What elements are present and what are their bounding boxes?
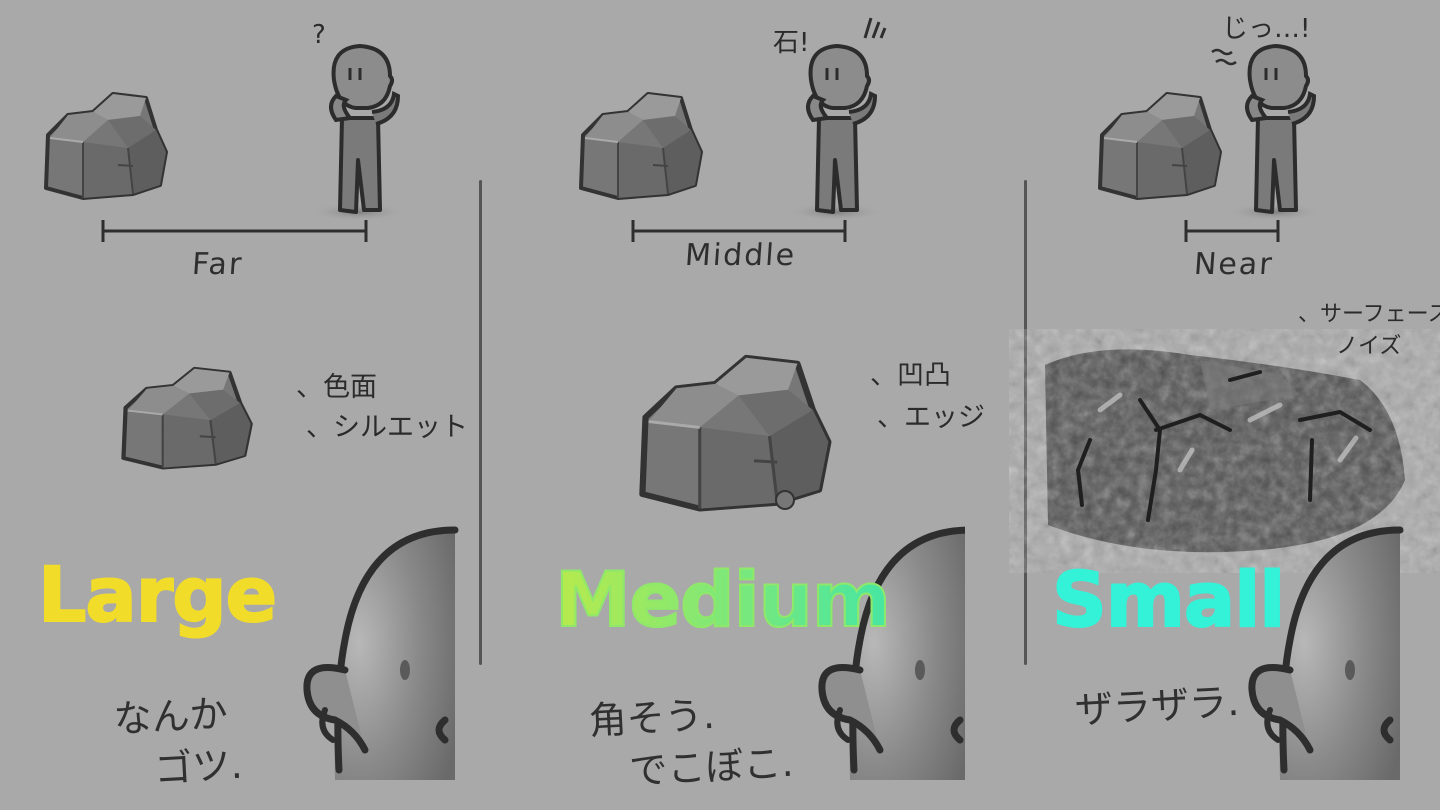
wavy-lines-icon: [1211, 48, 1237, 66]
character-head-icon: [307, 530, 455, 780]
panel-near-scene: [1045, 44, 1405, 810]
note-medium-1: 、凹凸: [870, 360, 951, 391]
character-icon: [785, 44, 885, 223]
note-small-2: ノイズ: [1314, 334, 1402, 359]
panel-middle: 石! Middle 、凹凸 、エッジ Medium 角そう. でこぼこ.: [485, 0, 985, 810]
rock-icon: [44, 92, 168, 200]
distance-bar-icon: [1184, 220, 1280, 242]
scale-label-medium: Medium: [554, 554, 892, 645]
distance-label-middle: Middle: [683, 238, 798, 273]
rock-texture-closeup: [1045, 349, 1405, 553]
distance-label-near: Near: [1192, 247, 1275, 282]
comment-small: ザラザラ.: [1073, 679, 1241, 733]
rock-icon-large: [123, 369, 250, 468]
speech-stone: 石!: [773, 28, 810, 58]
distance-bar-icon: [101, 220, 368, 242]
comment-medium: 角そう. でこぼこ.: [587, 692, 795, 796]
speech-question: ?: [312, 20, 326, 50]
note-medium-2: 、エッジ: [877, 402, 985, 433]
exclaim-lines-icon: [863, 17, 887, 39]
rock-icon: [579, 92, 703, 200]
distance-bar-icon: [631, 220, 847, 242]
panel-divider-2: [1024, 180, 1027, 665]
panel-middle-scene: [579, 17, 965, 810]
scale-label-large: Large: [37, 549, 278, 640]
rock-icon-medium: [642, 358, 828, 509]
character-icon: [308, 44, 408, 223]
note-large-2: 、シルエット: [306, 412, 468, 443]
panel-far-scene: [44, 44, 480, 810]
panel-divider-1: [479, 180, 482, 665]
distance-label-far: Far: [190, 247, 245, 282]
speech-stare: じっ…!: [1222, 14, 1311, 44]
rock-icon: [1098, 92, 1222, 200]
comment-large: なんか ゴツ.: [112, 691, 244, 794]
scale-label-small: Small: [1051, 554, 1286, 645]
note-small-1: 、サーフェース: [1298, 302, 1440, 327]
panel-far: ? Far 、色面 、シルエット Large なんか ゴツ.: [0, 0, 480, 810]
note-large-1: 、色面: [296, 372, 377, 403]
panel-near: じっ…! Near 、サーフェース ノイズ Small ザラザラ.: [960, 0, 1440, 810]
character-icon: [1224, 44, 1324, 223]
